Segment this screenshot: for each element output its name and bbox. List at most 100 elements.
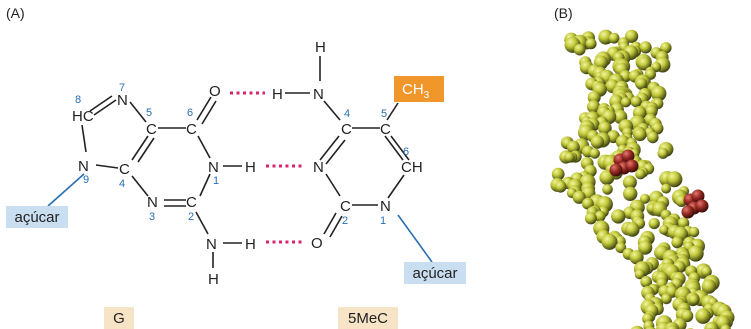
c-atom-h-top: H [315,39,326,56]
c-sugar-label: açúcar [412,265,457,282]
dna-atom-sphere [688,294,700,306]
g-atom-h2b: H [208,271,219,288]
dna-atom-sphere [633,128,647,142]
dna-atom-sphere [622,175,637,190]
g-atom-n1: N [208,159,219,176]
g-atom-o6: O [209,83,221,100]
c-atom-h4: H [272,86,283,103]
dna-atom-sphere [647,131,659,144]
dna-atom-sphere [601,233,618,250]
dna-atom-sphere [701,266,712,278]
dna-atom-sphere [623,186,638,201]
dna-atom-sphere [639,41,652,54]
g-atom-n3: N [147,194,158,211]
methylcytosine-structure: H H N C C N CH C N O 4 5 6 2 1 CH3 açúca… [272,39,466,284]
dna-atom-sphere [625,29,639,43]
dna-atom-sphere [635,77,648,90]
dna-atom-sphere [582,197,594,210]
methyl-group-sphere [625,159,639,173]
c-atom-n3: N [313,159,324,176]
g-sugar-label: açúcar [14,209,59,226]
c-atom-o2: O [311,235,323,252]
methyl-group-sphere [621,149,635,163]
g-atom-n7: N [117,92,128,109]
c-atom-n4: N [313,86,324,103]
g-atom-n2: N [206,236,217,253]
c-number-5: 5 [381,108,387,120]
g-atom-n9: N [78,158,89,175]
c-number-2: 2 [342,215,348,227]
dna-atom-sphere [704,321,719,329]
c-number-4: 4 [344,108,350,120]
dna-atom-sphere [564,152,575,163]
dna-atom-sphere [554,180,567,193]
dna-atom-sphere [637,56,652,71]
g-atom-c4: C [119,161,130,178]
dna-atom-sphere [615,135,630,149]
dna-atom-sphere [625,222,640,237]
dna-atom-sphere [695,308,711,324]
g-number-6: 6 [187,107,193,119]
dna-atom-sphere [635,168,646,180]
methyl-label: CH3 [402,81,430,101]
dna-space-filling-model [550,29,735,329]
g-atom-h2: H [245,236,256,253]
dna-atom-sphere [598,121,612,135]
dna-atom-sphere [567,140,580,154]
c-number-6: 6 [403,146,409,158]
dna-atom-sphere [630,96,642,108]
dna-atom-sphere [659,224,670,235]
g-atom-c5: C [146,121,157,138]
g-number-2: 2 [188,211,194,223]
g-number-1: 1 [213,175,219,187]
c-atom-c6: CH [401,159,423,176]
dna-atom-sphere [640,276,653,288]
methyl-box [394,76,444,102]
methyl-group-sphere [609,163,623,177]
dna-atom-sphere [645,326,656,329]
g-number-7: 7 [119,82,125,94]
dna-atom-sphere [590,135,605,149]
dna-atom-sphere [573,43,586,56]
dna-atom-sphere [681,309,694,323]
c-name-label: 5MeC [348,310,388,327]
g-name-box [104,307,134,329]
dna-atom-sphere [634,269,645,280]
dna-atom-sphere [599,170,615,185]
dna-atom-sphere [602,184,613,195]
dna-atom-sphere [666,171,683,188]
dna-atom-sphere [584,212,597,225]
dna-atom-sphere [638,240,653,255]
dna-atom-sphere [620,97,632,108]
c-name-box [338,307,398,329]
g-atom-h1: H [245,159,256,176]
dna-atom-sphere [594,210,606,222]
c-number-1: 1 [380,215,386,227]
g-number-5: 5 [146,107,152,119]
dna-atom-sphere [629,250,644,265]
methyl-group-sphere [695,199,709,213]
g-atom-hc: HC [72,108,94,125]
c-sugar-box [404,262,466,284]
dna-atom-sphere [720,324,731,329]
dna-atom-sphere [630,325,644,329]
dna-atom-sphere [687,245,704,262]
c-atom-c2: C [340,198,351,215]
guanine-structure: HC N N C C N C C O N H N H H 8 7 5 6 9 4… [6,82,256,288]
methyl-group-sphere [681,205,695,219]
dna-atom-sphere [671,236,684,249]
dna-atom-sphere [639,193,650,204]
g-number-9: 9 [83,174,89,186]
dna-atom-sphere [660,42,672,54]
c-atom-c5: C [380,121,391,138]
dna-atom-sphere [585,38,597,50]
dna-atom-sphere [651,85,667,102]
c-atom-c4: C [341,121,352,138]
dna-atom-sphere [701,279,717,294]
panel-label-a: (A) [6,5,25,21]
g-sugar-box [6,206,68,228]
dna-atom-sphere [657,147,669,159]
g-atom-c2: C [186,194,197,211]
g-name-label: G [113,310,125,327]
